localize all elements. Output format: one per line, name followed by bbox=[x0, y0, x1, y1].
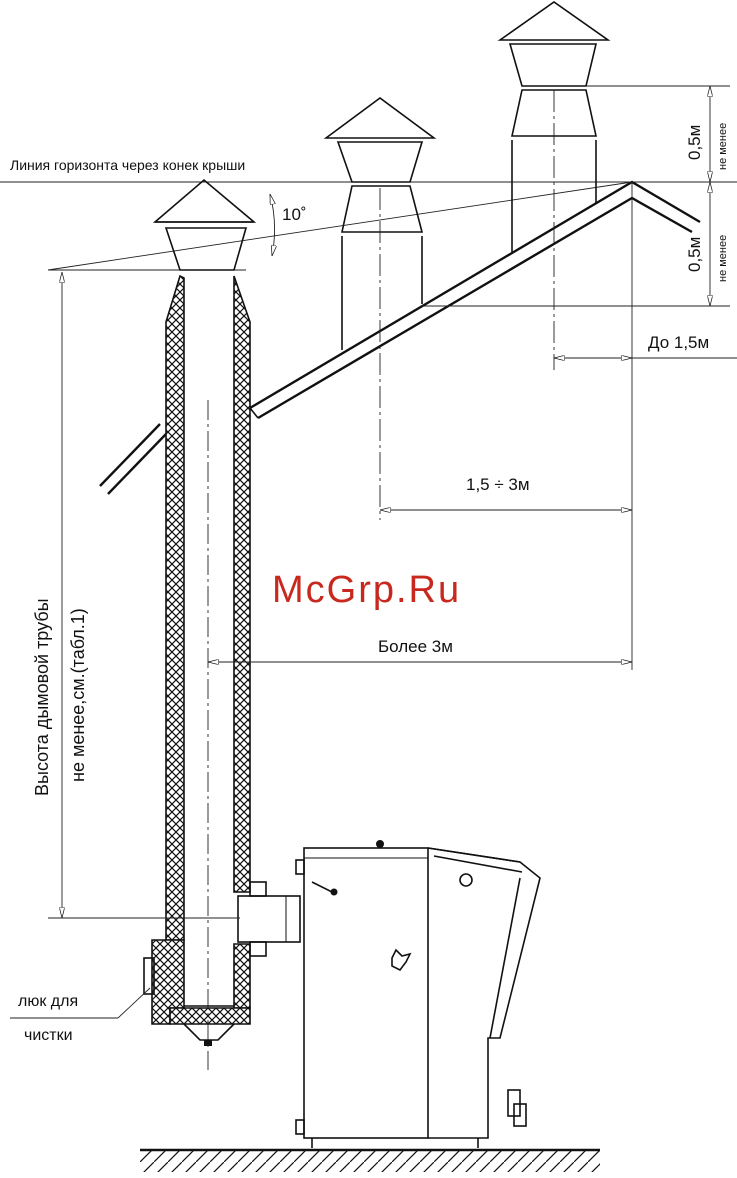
ridge-min-note-label: не менее bbox=[717, 235, 729, 282]
angle-label: 10˚ bbox=[282, 205, 307, 224]
dimension-lines bbox=[10, 86, 737, 1018]
chimney-height-label-line1: Высота дымовой трубы bbox=[32, 598, 52, 796]
cleaning-hatch-label-line1: люк для bbox=[18, 993, 78, 1010]
top-min-note-label: не менее bbox=[717, 123, 729, 170]
watermark: McGrp.Ru bbox=[272, 569, 461, 611]
horizon-line bbox=[0, 182, 737, 270]
right-chimney bbox=[500, 2, 608, 370]
ground bbox=[140, 1150, 600, 1172]
horizon-line-label: Линия горизонта через конек крыши bbox=[10, 157, 245, 173]
up-to-label: До 1,5м bbox=[648, 333, 709, 352]
cleaning-hatch-label-line2: чистки bbox=[24, 1027, 73, 1044]
more-than-label: Более 3м bbox=[378, 637, 453, 656]
main-chimney bbox=[144, 180, 300, 1070]
ridge-min-value-label: 0,5м bbox=[685, 237, 704, 272]
range-label: 1,5 ÷ 3м bbox=[466, 475, 530, 494]
top-min-value-label: 0,5м bbox=[685, 125, 704, 160]
boiler bbox=[296, 840, 540, 1148]
chimney-height-label-line2: не менее,см.(табл.1) bbox=[68, 608, 88, 782]
